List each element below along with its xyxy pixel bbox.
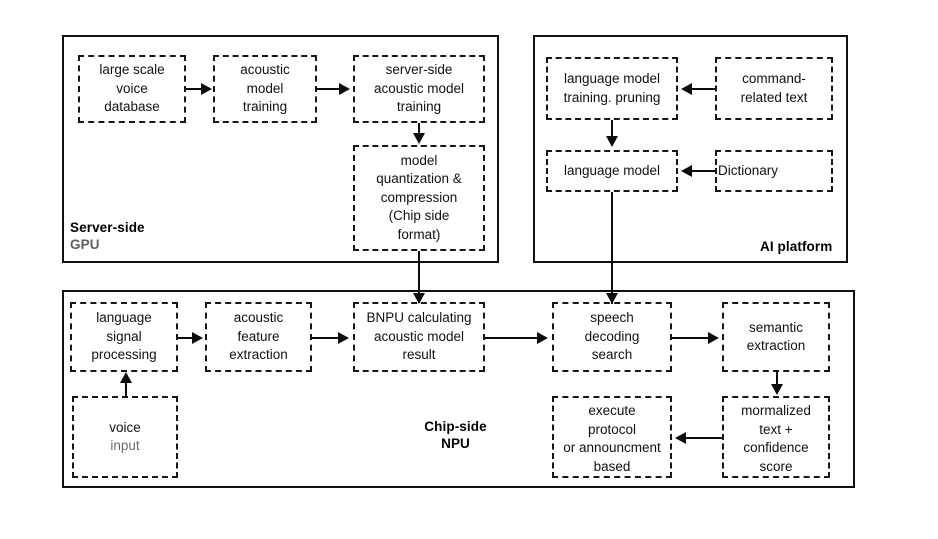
voice-input-line1: voice [109,419,141,435]
arrowhead-dictionary-to-language-model [681,165,692,177]
node-large-scale-voice-database[interactable]: large scale voice database [78,55,186,123]
panel-label-line2: GPU [70,237,100,252]
arrow-acoustic-training-to-server-side [317,88,341,90]
node-voice-input[interactable]: voice input [72,396,178,478]
node-language-model[interactable]: language model [546,150,678,192]
arrow-normalized-text-to-execute-protocol [686,437,722,439]
node-bnpu-calculating-acoustic-model-result[interactable]: BNPU calculating acoustic model result [353,302,485,372]
node-server-side-acoustic-model-training[interactable]: server-side acoustic model training [353,55,485,123]
node-language-model-training-pruning[interactable]: language model training. pruning [546,57,678,120]
voice-input-line2: input [110,438,140,453]
node-speech-decoding-search[interactable]: speech decoding search [552,302,672,372]
arrowhead-language-model-training-to-language-model [606,136,618,147]
node-normalized-text-confidence-score[interactable]: mormalized text + confidence score [722,396,830,478]
arrow-voice-input-to-language-signal [125,382,127,396]
arrow-command-text-to-language-model-training [692,88,715,90]
arrowhead-language-model-to-speech-decoding [606,293,618,304]
arrowhead-language-signal-to-acoustic-feature [192,332,203,344]
node-acoustic-model-training[interactable]: acoustic model training [213,55,317,123]
arrow-db-to-acoustic-training [186,88,203,90]
node-command-related-text[interactable]: command- related text [715,57,833,120]
panel-label-ai-platform: AI platform [760,239,833,254]
arrowhead-command-text-to-language-model-training [681,83,692,95]
node-semantic-extraction[interactable]: semantic extraction [722,302,830,372]
arrowhead-normalized-text-to-execute-protocol [675,432,686,444]
node-execute-protocol-or-announcement[interactable]: execute protocol or announcment based [552,396,672,478]
arrowhead-voice-input-to-language-signal [120,372,132,383]
arrow-speech-decoding-to-semantic-extraction [672,337,710,339]
arrow-acoustic-feature-to-bnpu [312,337,340,339]
arrowhead-speech-decoding-to-semantic-extraction [708,332,719,344]
arrowhead-acoustic-feature-to-bnpu [338,332,349,344]
arrow-language-model-training-to-language-model [611,120,613,140]
node-dictionary[interactable]: Dictionary [715,150,833,192]
node-acoustic-feature-extraction[interactable]: acoustic feature extraction [205,302,312,372]
arrow-quantization-to-bnpu [418,251,420,303]
arrow-language-model-to-speech-decoding [611,192,613,304]
arrow-language-signal-to-acoustic-feature [178,337,194,339]
arrow-semantic-extraction-to-normalized-text [776,372,778,388]
arrowhead-bnpu-to-speech-decoding [537,332,548,344]
arrowhead-server-side-to-quantization [413,133,425,144]
node-language-signal-processing[interactable]: language signal processing [70,302,178,372]
panel-server-side-gpu [62,35,499,263]
arrow-dictionary-to-language-model [692,170,715,172]
arrowhead-db-to-acoustic-training [201,83,212,95]
node-model-quantization-compression[interactable]: model quantization & compression (Chip s… [353,145,485,251]
arrowhead-acoustic-training-to-server-side [339,83,350,95]
panel-label-line1: Server-side [70,220,145,235]
arrowhead-semantic-extraction-to-normalized-text [771,384,783,395]
panel-label-line2: NPU [441,436,470,451]
arrow-server-side-to-quantization [418,123,420,137]
arrow-bnpu-to-speech-decoding [485,337,539,339]
panel-ai-platform [533,35,848,263]
panel-label-line1: Chip-side [424,419,487,434]
arrowhead-quantization-to-bnpu [413,293,425,304]
panel-chip-side-npu [62,290,855,488]
